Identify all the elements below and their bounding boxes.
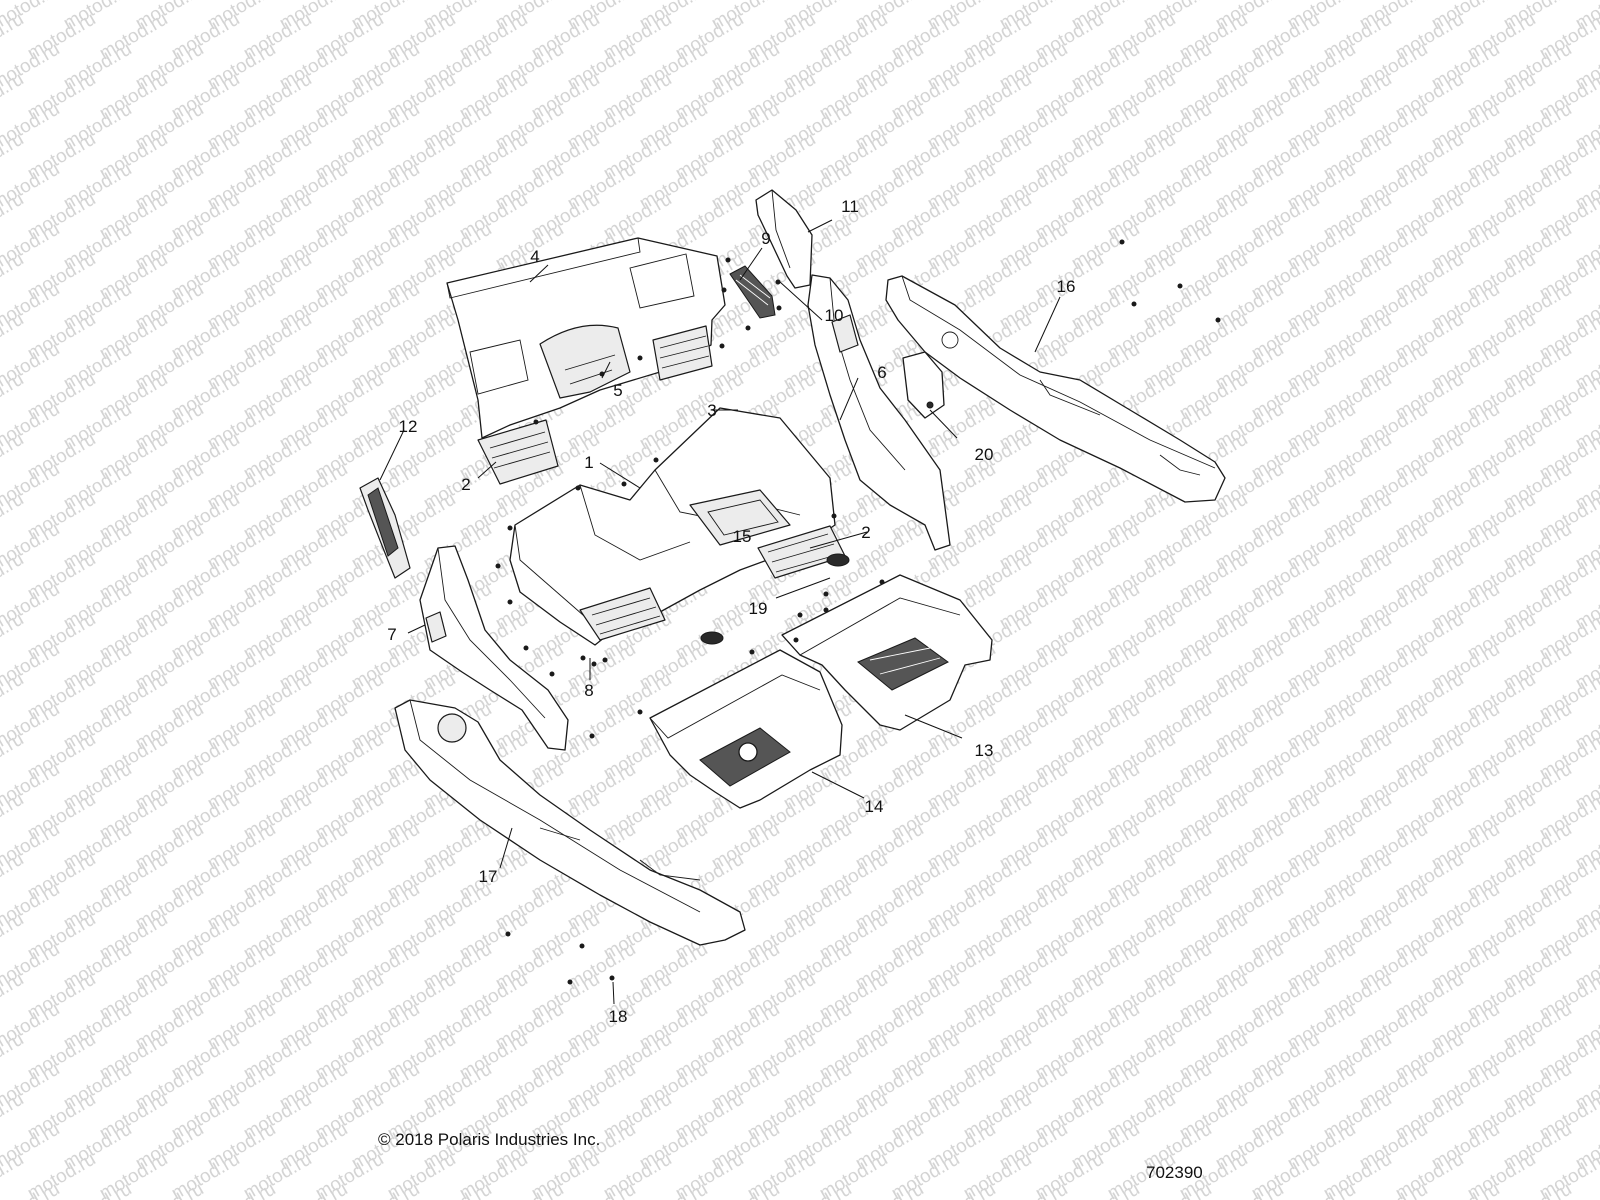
- callout-labels: 1 2 2 3 4 5 6 7 8 9 10 11 12 13 14 15 16…: [387, 197, 1075, 1026]
- part-6-right-panel: [807, 274, 951, 551]
- callout-4: 4: [530, 247, 539, 266]
- fastener: [602, 657, 608, 663]
- part-4-rear-panel: [446, 237, 726, 485]
- fastener: [549, 671, 555, 677]
- fastener: [725, 257, 731, 263]
- fastener: [719, 343, 725, 349]
- fastener: [776, 305, 782, 311]
- fastener: [591, 661, 597, 667]
- leader-lines: [379, 219, 1061, 1005]
- fastener: [745, 325, 751, 331]
- fastener: [879, 579, 885, 585]
- fastener: [721, 287, 727, 293]
- callout-7: 7: [387, 625, 396, 644]
- callout-17: 17: [479, 867, 498, 886]
- fastener: [823, 607, 829, 613]
- callout-14: 14: [865, 797, 884, 816]
- fastener: [533, 419, 539, 425]
- fastener: [505, 931, 511, 937]
- fastener: [749, 649, 755, 655]
- callout-8: 8: [584, 681, 593, 700]
- fastener: [1131, 301, 1137, 307]
- fastener: [793, 637, 799, 643]
- fastener: [775, 279, 781, 285]
- fastener: [797, 612, 803, 618]
- fasteners: [495, 239, 1221, 985]
- copyright-notice: © 2018 Polaris Industries Inc.: [378, 1130, 601, 1149]
- callout-3: 3: [707, 401, 716, 420]
- fastener: [495, 563, 501, 569]
- diagram-number: 702390: [1146, 1163, 1203, 1182]
- fastener: [609, 975, 615, 981]
- fastener: [507, 525, 513, 531]
- part-14-left-box: [649, 649, 843, 809]
- fastener: [637, 709, 643, 715]
- part-11-upper-panel: [755, 189, 813, 289]
- part-12-side-grille: [359, 477, 411, 579]
- callout-6: 6: [877, 363, 886, 382]
- fastener: [1215, 317, 1221, 323]
- callout-2b: 2: [861, 523, 870, 542]
- part-17-left-rocker: [394, 699, 746, 946]
- callout-13: 13: [975, 741, 994, 760]
- part-13-right-box: [781, 574, 993, 731]
- callout-9: 9: [761, 229, 770, 248]
- part-7-left-panel: [419, 545, 569, 751]
- fastener: [1119, 239, 1125, 245]
- fastener: [575, 485, 581, 491]
- fastener: [1177, 283, 1183, 289]
- callout-1: 1: [584, 453, 593, 472]
- part-1-floor-pan: [509, 407, 850, 646]
- part-16-right-rocker: [885, 275, 1226, 503]
- callout-15: 15: [733, 527, 752, 546]
- callout-5: 5: [613, 381, 622, 400]
- fastener: [507, 599, 513, 605]
- fastener: [621, 481, 627, 487]
- fastener: [653, 457, 659, 463]
- callout-20: 20: [975, 445, 994, 464]
- fastener: [637, 355, 643, 361]
- fastener: [589, 733, 595, 739]
- callout-16: 16: [1057, 277, 1076, 296]
- callout-10: 10: [825, 306, 844, 325]
- fastener: [567, 979, 573, 985]
- fastener: [580, 655, 586, 661]
- fastener: [523, 645, 529, 651]
- fastener: [831, 513, 837, 519]
- callout-18: 18: [609, 1007, 628, 1026]
- callout-12: 12: [399, 417, 418, 436]
- fastener: [823, 591, 829, 597]
- callout-11: 11: [841, 197, 859, 216]
- callout-2a: 2: [461, 475, 470, 494]
- callout-19: 19: [749, 599, 768, 618]
- fastener: [579, 943, 585, 949]
- part-20-small-panel: [902, 351, 945, 419]
